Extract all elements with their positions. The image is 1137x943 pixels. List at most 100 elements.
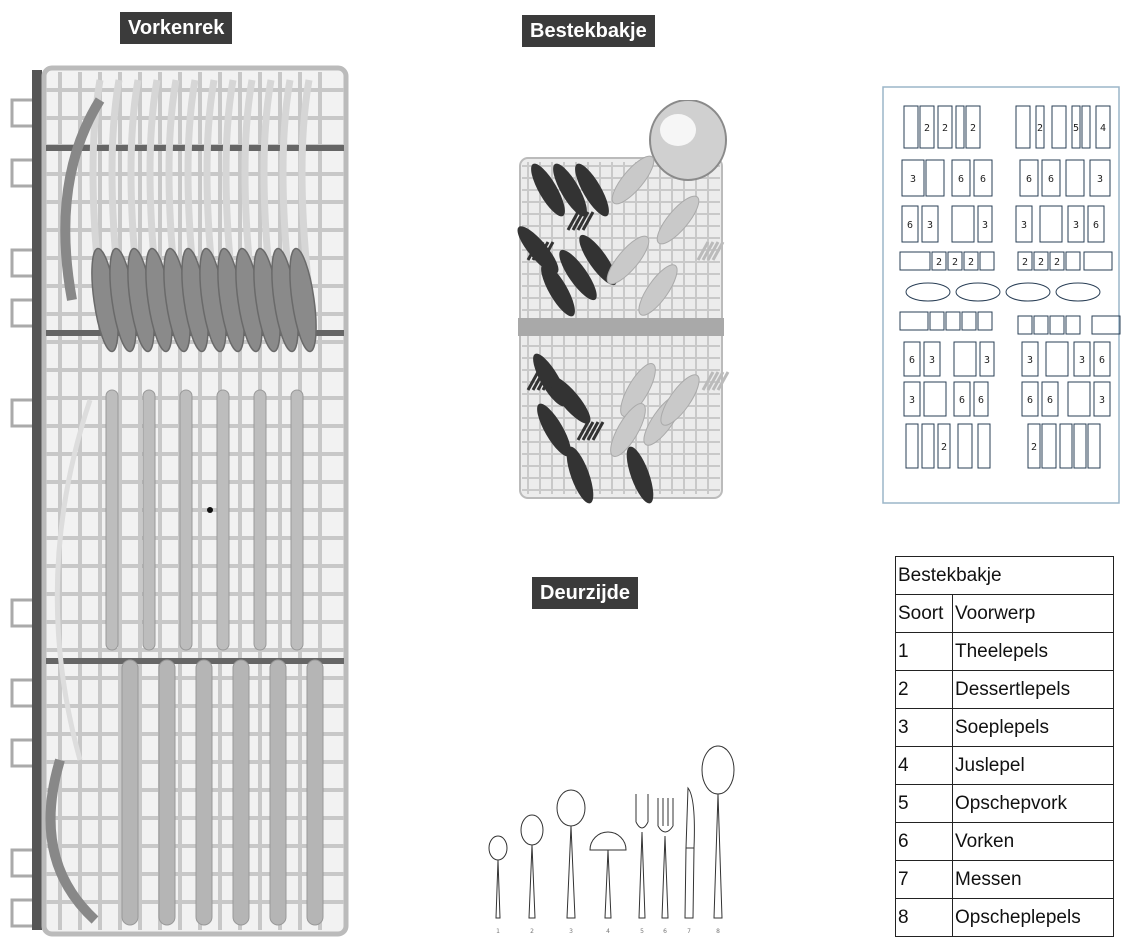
- legend-voorwerp: Opscheplepels: [953, 899, 1114, 937]
- layout-slot-number: 3: [984, 355, 990, 366]
- layout-slot-number: 3: [909, 395, 915, 406]
- basket-ladle-shine: [660, 114, 696, 146]
- legend-soort: 3: [896, 709, 953, 747]
- rack-handle: [233, 660, 249, 925]
- utensil-knife: [686, 788, 694, 848]
- rack-handle: [291, 390, 303, 650]
- layout-slot-number: 6: [909, 355, 915, 366]
- deurzijde-label: Deurzijde: [532, 577, 638, 609]
- utensil-serving-spoon: [702, 746, 734, 794]
- legend-voorwerp: Theelepels: [953, 633, 1114, 671]
- legend-voorwerp: Vorken: [953, 823, 1114, 861]
- legend-header-soort: Soort: [896, 595, 953, 633]
- legend-header-row: Soort Voorwerp: [896, 595, 1114, 633]
- legend-voorwerp: Juslepel: [953, 747, 1114, 785]
- utensil-fork: [658, 798, 673, 832]
- rack-handle: [307, 660, 323, 925]
- layout-slot-number: 2: [1054, 257, 1060, 268]
- layout-slot-number: 6: [907, 220, 913, 231]
- layout-slot-number: 4: [1100, 123, 1106, 134]
- rack-handle: [159, 660, 175, 925]
- layout-slot-number: 3: [929, 355, 935, 366]
- layout-slot-number: 2: [1022, 257, 1028, 268]
- utensil-number: 7: [687, 928, 691, 935]
- fork-rack-illustration: [0, 60, 360, 940]
- utensil-number: 8: [716, 928, 720, 935]
- layout-slot-number: 6: [1047, 395, 1053, 406]
- legend-voorwerp: Soeplepels: [953, 709, 1114, 747]
- utensil-serving-fork: [639, 832, 645, 918]
- utensil-dessertspoon: [529, 845, 535, 918]
- layout-slot-number: 6: [1027, 395, 1033, 406]
- utensil-number: 4: [606, 928, 610, 935]
- legend-row: 4 Juslepel: [896, 747, 1114, 785]
- utensil-drawings: 12345678: [478, 738, 748, 938]
- rack-dot: [207, 507, 213, 513]
- layout-slot-number: 3: [1079, 355, 1085, 366]
- legend-voorwerp: Dessertlepels: [953, 671, 1114, 709]
- layout-slot-number: 6: [958, 174, 964, 185]
- legend-soort: 8: [896, 899, 953, 937]
- layout-slot-number: 3: [982, 220, 988, 231]
- utensil-soupspoon: [557, 790, 585, 826]
- rack-bar: [46, 658, 344, 664]
- legend-soort: 7: [896, 861, 953, 899]
- rack-handle: [180, 390, 192, 650]
- rack-handle: [196, 660, 212, 925]
- legend-row: 7Messen: [896, 861, 1114, 899]
- rack-handle: [106, 390, 118, 650]
- utensil-number: 6: [663, 928, 667, 935]
- layout-slot-number: 5: [1073, 123, 1079, 134]
- layout-slot-number: 3: [1073, 220, 1079, 231]
- layout-slot-number: 2: [924, 123, 930, 134]
- rack-handle: [270, 660, 286, 925]
- layout-slot-number: 6: [1026, 174, 1032, 185]
- layout-slot-number: 2: [970, 123, 976, 134]
- layout-slot-number: 2: [1031, 442, 1037, 453]
- layout-slot-number: 2: [1037, 123, 1043, 134]
- utensil-serving-fork: [636, 794, 648, 828]
- rack-handle: [122, 660, 138, 925]
- utensil-number: 3: [569, 928, 573, 935]
- layout-slot-number: 6: [1099, 355, 1105, 366]
- bestekbakje-label: Bestekbakje: [522, 15, 655, 47]
- layout-slot-number: 2: [936, 257, 942, 268]
- basket-layout-diagram: 22225436666363333622222263333636666322: [882, 86, 1122, 506]
- utensil-soupspoon: [567, 826, 575, 918]
- basket-divider: [518, 318, 724, 336]
- layout-slot-number: 3: [1099, 395, 1105, 406]
- utensil-number: 5: [640, 928, 644, 935]
- legend-header-voorwerp: Voorwerp: [953, 595, 1114, 633]
- legend-soort: 6: [896, 823, 953, 861]
- layout-slot-number: 3: [1027, 355, 1033, 366]
- layout-slot-number: 3: [927, 220, 933, 231]
- rack-handle: [217, 390, 229, 650]
- layout-slot-number: 6: [1093, 220, 1099, 231]
- utensil-dessertspoon: [521, 815, 543, 845]
- cutlery-basket-illustration: [498, 100, 748, 510]
- layout-slot-number: 6: [978, 395, 984, 406]
- utensil-teaspoon: [496, 860, 500, 918]
- layout-slot-number: 3: [1097, 174, 1103, 185]
- layout-slot-number: 2: [968, 257, 974, 268]
- utensil-serving-spoon: [714, 794, 722, 918]
- legend-voorwerp: Messen: [953, 861, 1114, 899]
- utensil-fork: [662, 836, 668, 918]
- rack-handle: [254, 390, 266, 650]
- vorkenrek-label: Vorkenrek: [120, 12, 232, 44]
- legend-voorwerp: Opschepvork: [953, 785, 1114, 823]
- utensil-gravy-ladle: [590, 832, 626, 850]
- utensil-knife: [685, 848, 694, 918]
- legend-title: Bestekbakje: [896, 557, 1114, 595]
- utensil-teaspoon: [489, 836, 507, 860]
- utensil-gravy-ladle: [605, 850, 611, 918]
- layout-slot-number: 2: [942, 123, 948, 134]
- rack-handle: [143, 390, 155, 650]
- utensil-number: 2: [530, 928, 534, 935]
- legend-title-row: Bestekbakje: [896, 557, 1114, 595]
